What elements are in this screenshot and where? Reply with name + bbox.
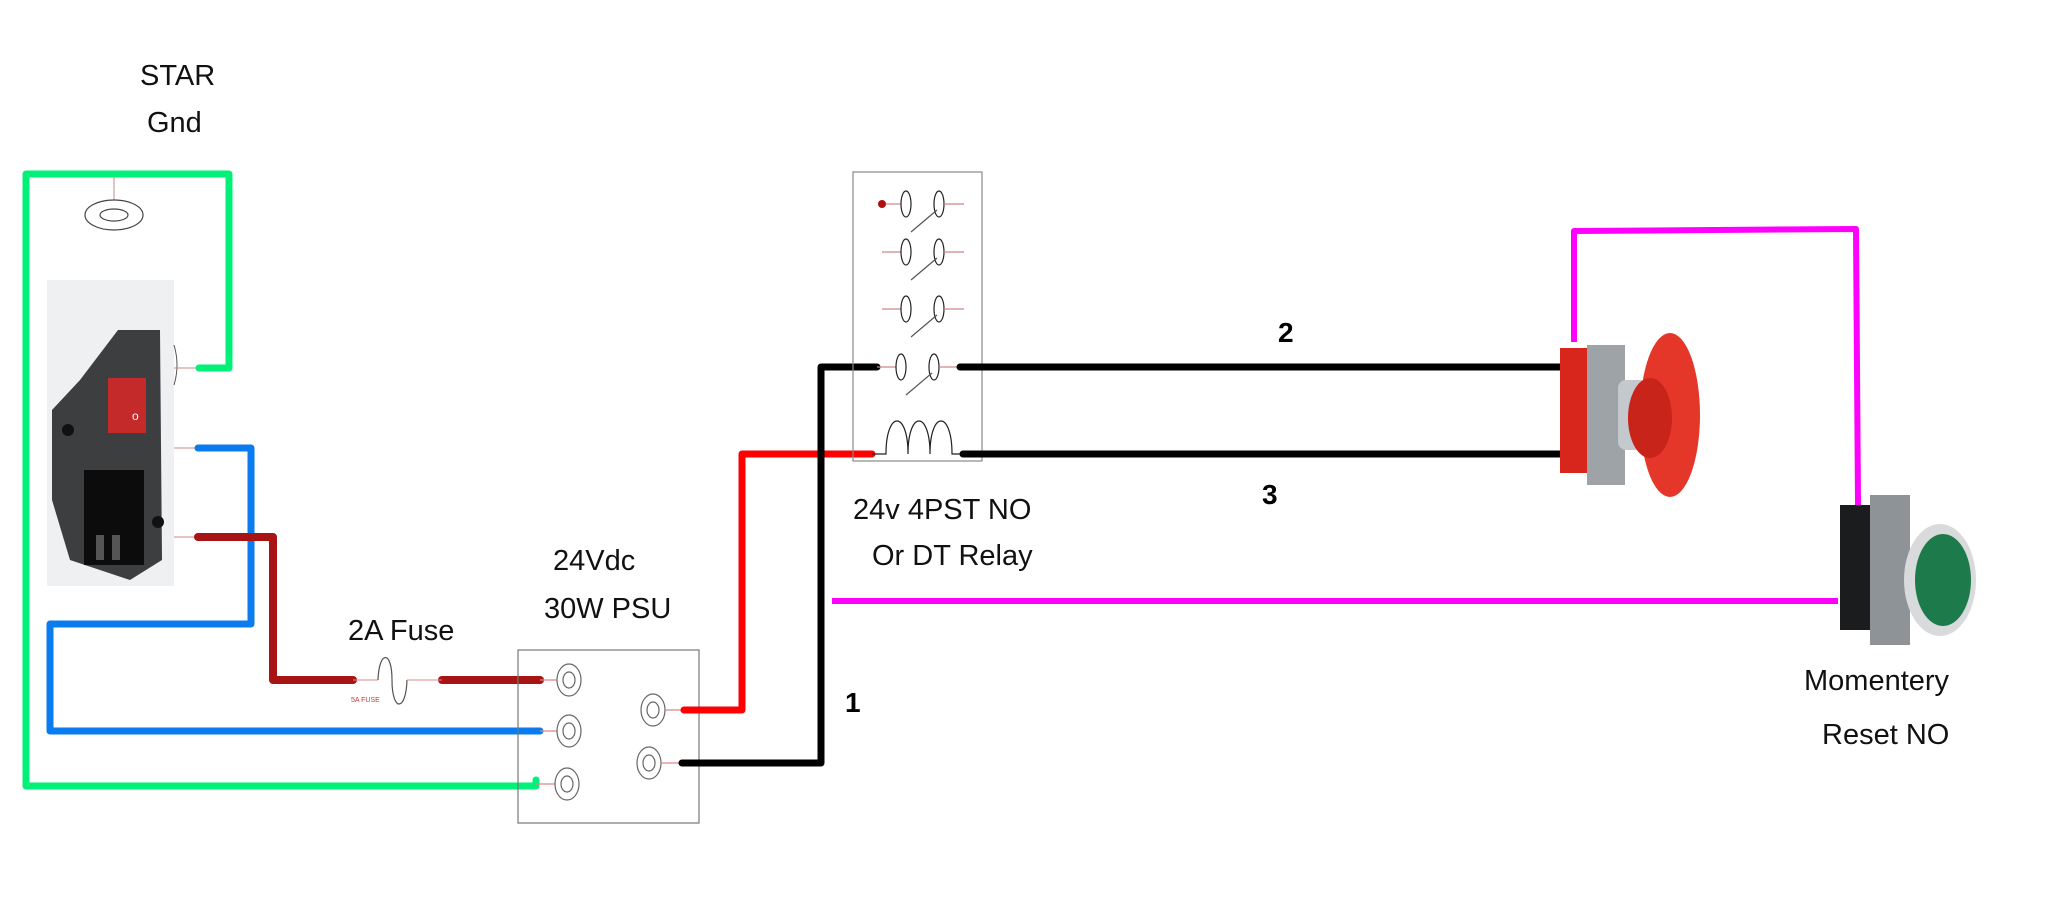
psu-terminal-negative xyxy=(636,746,680,780)
relay-box xyxy=(852,171,983,462)
wire-2-label: 2 xyxy=(1278,317,1294,348)
fuse-rating-small-label: 5A FUSE xyxy=(351,697,380,704)
earth-wire xyxy=(22,170,540,790)
reset-loop-wire xyxy=(1571,226,1861,506)
psu-terminal-neutral xyxy=(540,714,582,748)
live-wire xyxy=(194,533,357,684)
psu-terminals xyxy=(536,663,682,801)
iec-inlet-icon: o xyxy=(47,280,199,586)
dc-positive-wire xyxy=(680,450,876,714)
fuse-label: 2A Fuse xyxy=(348,615,454,647)
reset-button-label-2: Reset NO xyxy=(1822,719,1949,751)
relay-label-2: Or DT Relay xyxy=(872,540,1033,572)
relay-coil-icon xyxy=(872,420,963,455)
svg-text:o: o xyxy=(132,409,139,423)
psu-box xyxy=(517,649,700,824)
reset-pushbutton-icon xyxy=(1840,495,1976,645)
wire-1 xyxy=(678,363,881,767)
fuse-icon xyxy=(353,657,442,705)
wire-3-label: 3 xyxy=(1262,479,1278,510)
neutral-wire xyxy=(46,444,544,735)
emergency-stop-button-icon xyxy=(1560,333,1700,497)
ground-terminal-icon xyxy=(84,174,144,231)
psu-label: 24Vdc xyxy=(553,545,635,577)
relay-label: 24v 4PST NO xyxy=(853,494,1031,526)
psu-terminal-positive xyxy=(640,693,682,727)
wire-1-label: 1 xyxy=(845,687,861,718)
star-gnd-label-2: Gnd xyxy=(147,107,202,139)
relay-contacts-icon xyxy=(877,190,964,396)
psu-label-2: 30W PSU xyxy=(544,593,671,625)
reset-button-label: Momentery xyxy=(1804,665,1950,697)
star-gnd-label: STAR xyxy=(140,60,215,92)
psu-terminal-live xyxy=(540,663,582,697)
psu-terminal-earth xyxy=(536,767,580,801)
